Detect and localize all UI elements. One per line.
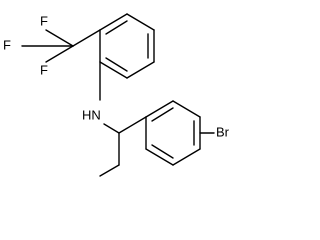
- bond: [172, 100, 201, 118]
- double-bond: [105, 57, 128, 72]
- double-bond: [151, 144, 174, 159]
- bond: [45, 29, 74, 47]
- trifluoromethyl-group: F F F: [3, 13, 101, 77]
- bond: [99, 13, 128, 31]
- bond: [99, 61, 128, 79]
- bromophenyl-ring: Br: [118, 100, 230, 166]
- aniline-ring: [99, 13, 155, 79]
- bond: [172, 148, 201, 166]
- double-bond: [151, 107, 174, 122]
- double-bond: [105, 20, 128, 35]
- fluorine-label: F: [40, 62, 48, 77]
- bond: [103, 123, 120, 134]
- bond: [126, 13, 155, 31]
- ethyl-group: [99, 132, 120, 177]
- bond: [145, 100, 174, 118]
- fluorine-label: F: [3, 37, 11, 52]
- bond: [118, 116, 147, 134]
- amine-linkage: HN: [82, 61, 120, 134]
- bond: [72, 29, 101, 47]
- bond: [145, 148, 174, 166]
- bromine-label: Br: [216, 124, 230, 139]
- chemical-structure: F F F HN Br: [3, 13, 230, 177]
- bond: [99, 164, 120, 177]
- fluorine-label: F: [40, 13, 48, 28]
- bond: [45, 45, 74, 63]
- nh-label: HN: [82, 107, 101, 122]
- bond: [126, 61, 155, 79]
